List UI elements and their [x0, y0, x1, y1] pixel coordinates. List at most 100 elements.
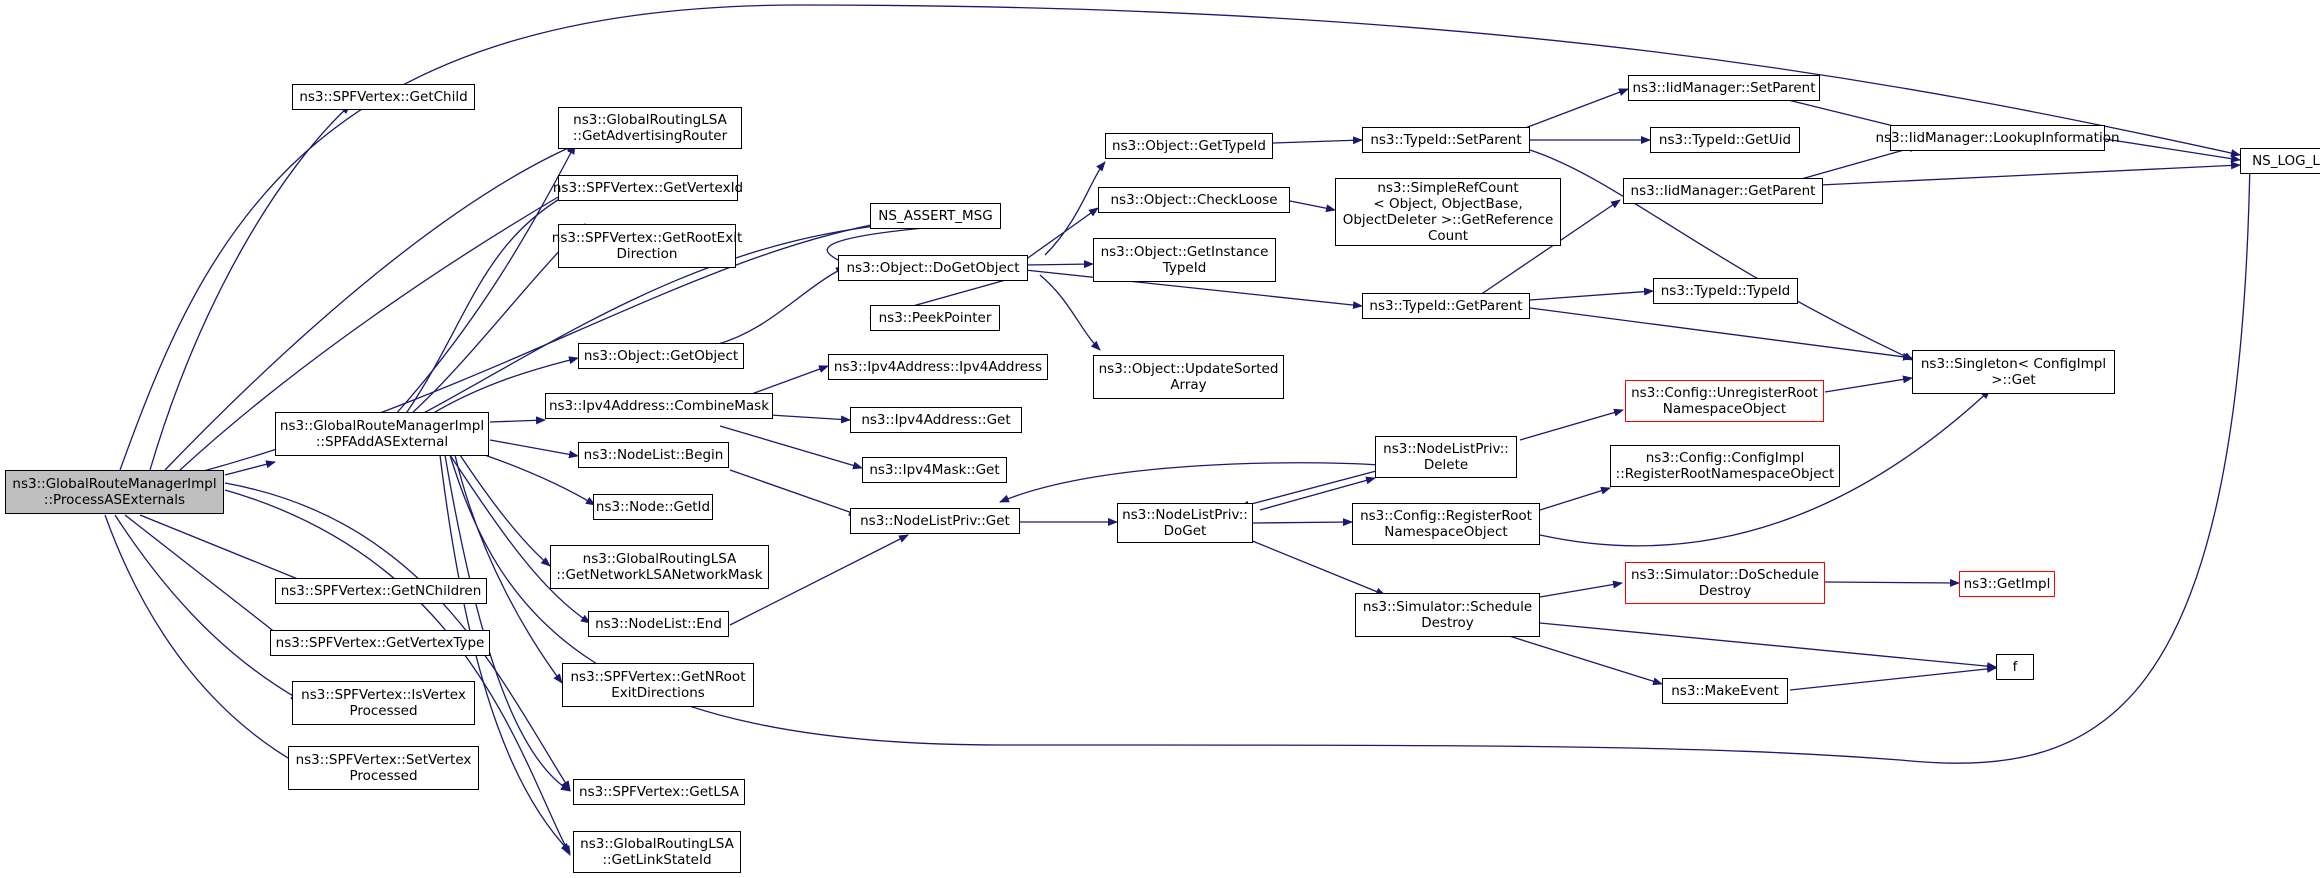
- edge-configunregister-singleton: [1824, 375, 1913, 393]
- edge-typeidsetparent-iidsetparent: [1519, 88, 1629, 131]
- node-spfvertex-setvertexprocessed[interactable]: ns3::SPFVertex::SetVertex Processed: [288, 746, 479, 790]
- edge-combine-ipv4get: [769, 414, 851, 424]
- edge-configregister-configimpl: [1539, 486, 1611, 511]
- edge-process-spfadd: [224, 460, 276, 476]
- edge-spfadd-getlsa: [444, 454, 571, 792]
- edge-process-setvertex: [104, 514, 301, 766]
- edge-spfadd-getadv: [394, 144, 576, 416]
- node-spf-add-as-external[interactable]: ns3::GlobalRouteManagerImpl ::SPFAddASEx…: [275, 412, 489, 456]
- edge-typeidgetparent-singleton: [1529, 307, 1913, 361]
- node-typeid-setparent[interactable]: ns3::TypeId::SetParent: [1362, 127, 1530, 153]
- edge-spfadd-getnetmask: [459, 454, 551, 567]
- node-ipv4mask-get[interactable]: ns3::Ipv4Mask::Get: [862, 457, 1007, 483]
- edge-combine-maskget: [719, 425, 863, 470]
- node-ipv4address-combinemask[interactable]: ns3::Ipv4Address::CombineMask: [545, 393, 773, 419]
- edge-simschedule-makeevent: [1489, 629, 1663, 686]
- node-config-unregisterrootnamespaceobject[interactable]: ns3::Config::UnregisterRoot NamespaceObj…: [1625, 380, 1824, 422]
- edge-dogetobject-getinstance: [1024, 260, 1094, 269]
- node-spfvertex-getrootexit[interactable]: ns3::SPFVertex::GetRootExit Direction: [552, 224, 742, 268]
- node-f[interactable]: f: [1996, 654, 2034, 680]
- node-spfvertex-getnrootexit[interactable]: ns3::SPFVertex::GetNRoot ExitDirections: [562, 663, 754, 707]
- node-object-updatesortedarray[interactable]: ns3::Object::UpdateSorted Array: [1093, 355, 1284, 399]
- node-ns-assert-msg[interactable]: NS_ASSERT_MSG: [870, 203, 1001, 229]
- edge-checkloose-simplerefcount: [1289, 200, 1336, 213]
- node-simulator-doscheduledestroy[interactable]: ns3::Simulator::DoSchedule Destroy: [1625, 562, 1825, 604]
- edge-getobject-dogetobject: [714, 266, 846, 346]
- node-iidmanager-lookupinformation[interactable]: ns3::IidManager::LookupInformation: [1875, 125, 2120, 151]
- edge-spfadd-nlbegin: [489, 439, 579, 459]
- edge-process-getlinkstate: [224, 489, 571, 856]
- node-object-dogetobject[interactable]: ns3::Object::DoGetObject: [838, 255, 1028, 281]
- edge-nlbegin-nlprivget: [729, 469, 859, 516]
- node-makeevent[interactable]: ns3::MakeEvent: [1662, 678, 1788, 704]
- node-getadvertisingrouter[interactable]: ns3::GlobalRoutingLSA ::GetAdvertisingRo…: [558, 107, 742, 149]
- edge-lookup-nslog: [2104, 138, 2241, 163]
- edge-doget-delete: [1259, 476, 1376, 511]
- node-singleton-configimpl-get[interactable]: ns3::Singleton< ConfigImpl >::Get: [1912, 350, 2115, 394]
- node-simulator-scheduledestroy[interactable]: ns3::Simulator::Schedule Destroy: [1355, 593, 1540, 637]
- node-spfvertex-getvertextype[interactable]: ns3::SPFVertex::GetVertexType: [270, 630, 490, 656]
- edge-spfadd-getobject: [429, 356, 579, 416]
- edge-simdoschedule-getimpl: [1824, 578, 1960, 587]
- edge-configregister-singleton: [1539, 389, 1991, 547]
- edge-typeidgetparent-typeidtypeid: [1529, 287, 1654, 301]
- node-peekpointer[interactable]: ns3::PeekPointer: [870, 305, 1000, 331]
- node-typeid-getparent[interactable]: ns3::TypeId::GetParent: [1362, 293, 1530, 319]
- edge-spfadd-combinemask: [489, 416, 546, 425]
- edge-dogetobject-typeidgetparent: [1024, 269, 1363, 310]
- node-nodelist-begin[interactable]: ns3::NodeList::Begin: [578, 442, 729, 468]
- node-getimpl[interactable]: ns3::GetImpl: [1959, 571, 2055, 597]
- node-nodelistpriv-doget[interactable]: ns3::NodeListPriv:: DoGet: [1117, 503, 1253, 543]
- edge-nlend-nlprivget: [729, 534, 909, 626]
- node-simplerefcount-getreferencecount[interactable]: ns3::SimpleRefCount < Object, ObjectBase…: [1335, 178, 1561, 246]
- node-iidmanager-getparent[interactable]: ns3::IidManager::GetParent: [1623, 178, 1823, 204]
- node-nodelistpriv-get[interactable]: ns3::NodeListPriv::Get: [850, 508, 1020, 534]
- node-getlinkstateid[interactable]: ns3::GlobalRoutingLSA ::GetLinkStateId: [573, 831, 741, 873]
- node-node-getid[interactable]: ns3::Node::GetId: [593, 494, 713, 520]
- edge-gettypeid-setparent: [1272, 136, 1363, 145]
- node-config-registerrootnamespaceobject[interactable]: ns3::Config::RegisterRoot NamespaceObjec…: [1352, 503, 1540, 545]
- node-nodelist-end[interactable]: ns3::NodeList::End: [588, 611, 729, 637]
- edge-process-getnchildren: [139, 514, 321, 589]
- node-object-gettypeid[interactable]: ns3::Object::GetTypeId: [1105, 133, 1273, 159]
- edge-typeidgetparent-iidgetparent: [1479, 199, 1621, 296]
- node-ipv4address-ctor[interactable]: ns3::Ipv4Address::Ipv4Address: [828, 354, 1048, 380]
- node-iidmanager-setparent[interactable]: ns3::IidManager::SetParent: [1628, 75, 1820, 101]
- edge-process-getchild: [149, 104, 351, 471]
- edge-process-nslog: [119, 4, 2241, 471]
- edge-process-getvertextype: [124, 514, 286, 641]
- node-spfvertex-getchild[interactable]: ns3::SPFVertex::GetChild: [292, 84, 475, 110]
- edge-typeidsetparent-singleton: [1529, 149, 1914, 361]
- edge-spfadd-getnroot: [454, 454, 563, 684]
- edge-spfadd-nodegetid: [469, 449, 596, 506]
- edge-process-getadv: [164, 144, 576, 471]
- node-ns-log-logic[interactable]: NS_LOG_LOGIC: [2240, 148, 2320, 174]
- node-spfvertex-getvertexid[interactable]: ns3::SPFVertex::GetVertexId: [553, 175, 743, 201]
- node-nodelistpriv-delete[interactable]: ns3::NodeListPriv:: Delete: [1375, 436, 1517, 478]
- edge-spfadd-getlinkstate: [439, 454, 571, 853]
- edge-process-getlsa: [224, 482, 571, 791]
- node-spfvertex-isvertexprocessed[interactable]: ns3::SPFVertex::IsVertex Processed: [292, 681, 475, 725]
- node-spfvertex-getnchildren[interactable]: ns3::SPFVertex::GetNChildren: [275, 578, 487, 604]
- node-process-as-externals: ns3::GlobalRouteManagerImpl ::ProcessASE…: [5, 470, 224, 514]
- node-getnetworklsanetworkmask[interactable]: ns3::GlobalRoutingLSA ::GetNetworkLSANet…: [550, 545, 769, 589]
- edge-spfadd-assert: [419, 219, 906, 416]
- edge-doget-simschedule: [1249, 539, 1386, 596]
- edge-dogetobject-updatesorted: [1039, 274, 1101, 351]
- edge-makeevent-f: [1789, 664, 1997, 691]
- edge-doget-configregister: [1252, 518, 1353, 527]
- edge-iidgetparent-nslog: [1819, 161, 2241, 186]
- node-object-getinstancetypeid[interactable]: ns3::Object::GetInstance TypeId: [1093, 238, 1276, 282]
- edge-spfadd-getvertexid: [404, 189, 576, 416]
- node-spfvertex-getlsa[interactable]: ns3::SPFVertex::GetLSA: [573, 779, 745, 805]
- node-configimpl-registerrootnamespaceobject[interactable]: ns3::Config::ConfigImpl ::RegisterRootNa…: [1610, 445, 1840, 487]
- edge-process-getvertexid: [179, 189, 571, 471]
- node-object-getobject[interactable]: ns3::Object::GetObject: [578, 343, 744, 369]
- node-ipv4address-get[interactable]: ns3::Ipv4Address::Get: [850, 407, 1022, 433]
- edge-delete-configunregister: [1519, 408, 1624, 441]
- node-object-checkloose[interactable]: ns3::Object::CheckLoose: [1098, 187, 1290, 213]
- node-typeid-getuid[interactable]: ns3::TypeId::GetUid: [1650, 127, 1800, 153]
- edge-delete-nlprivget: [999, 462, 1381, 503]
- edge-process-isvertex: [114, 514, 301, 701]
- node-typeid-typeid[interactable]: ns3::TypeId::TypeId: [1653, 278, 1798, 304]
